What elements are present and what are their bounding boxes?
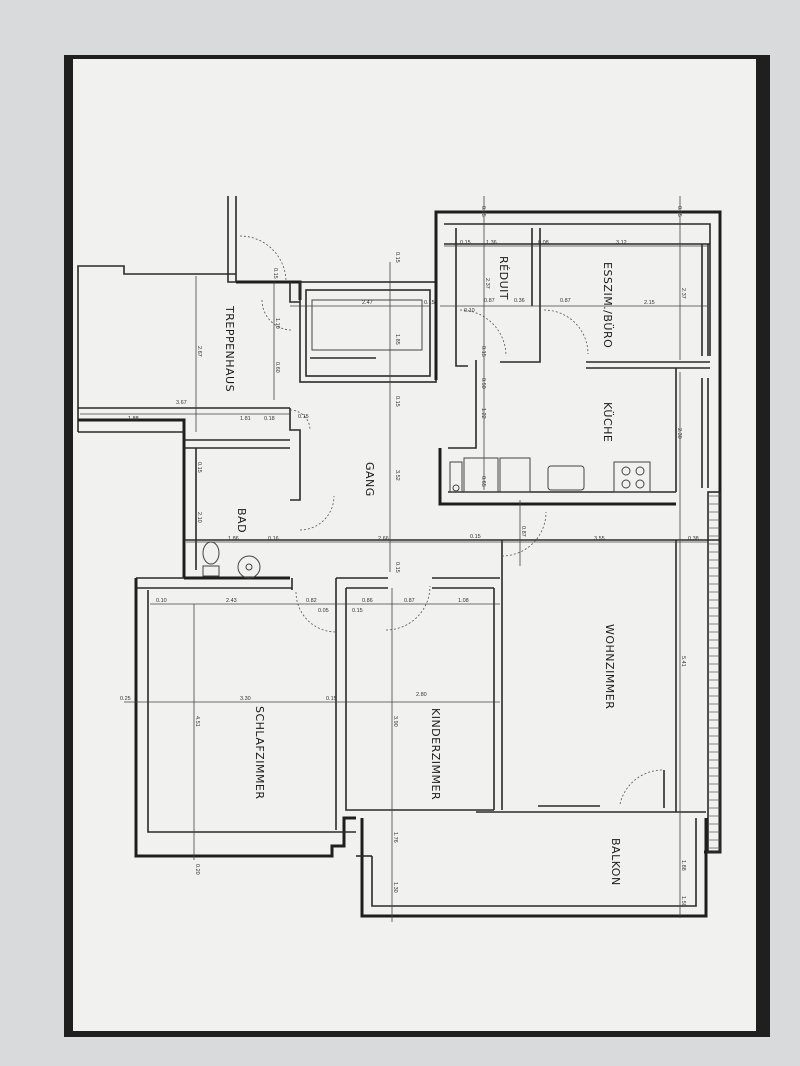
room-label-kueche: KÜCHE (601, 402, 614, 442)
room-label-gang: GANG (363, 462, 376, 497)
dim-label: 1.76 (392, 832, 398, 843)
dim-label: 3.67 (176, 400, 187, 406)
dim-label: 0.82 (306, 598, 317, 604)
dim-label: 2.67 (196, 346, 202, 357)
dim-label: 0.16 (268, 536, 279, 542)
dimension-labels: 0.15 1.36 0.08 3.12 0.25 0.25 0.15 0.15 … (120, 206, 699, 907)
dim-label: 1.30 (392, 882, 398, 893)
dim-label: 0.15 (394, 396, 400, 407)
dim-label: 2.66 (378, 536, 389, 542)
dim-label: 0.05 (318, 608, 329, 614)
dim-label: 0.87 (404, 598, 415, 604)
dim-label: 1.81 (240, 416, 251, 422)
dim-label: 0.15 (272, 268, 278, 279)
railing-hatch (708, 495, 720, 849)
dim-label: 3.90 (392, 716, 398, 727)
dim-label: 0.10 (464, 308, 475, 314)
dim-label: 0.36 (514, 298, 525, 304)
dim-label: 0.60 (274, 362, 280, 373)
room-labels: TREPPENHAUS RÉDUIT ESSZIM./BÜRO KÜCHE GA… (223, 256, 622, 886)
dim-label: 1.86 (228, 536, 239, 542)
dim-label: 3.55 (594, 536, 605, 542)
dim-label: 0.15 (298, 414, 309, 420)
dim-label: 0.15 (470, 534, 481, 540)
dim-label: 0.38 (688, 536, 699, 542)
dim-label: 1.22 (480, 408, 486, 419)
dim-label: 4.51 (194, 716, 200, 727)
room-label-treppenhaus: TREPPENHAUS (223, 305, 236, 392)
dim-label: 1.88 (128, 416, 139, 422)
room-label-reduit: RÉDUIT (497, 256, 510, 300)
dim-label: 2.47 (362, 300, 373, 306)
room-label-kinderzimmer: KINDERZIMMER (429, 708, 442, 800)
dim-label: 1.10 (274, 318, 280, 329)
dim-label: 2.80 (416, 692, 427, 698)
dim-label: 0.15 (424, 300, 435, 306)
dim-label: 3.12 (616, 240, 627, 246)
dimension-lines (80, 196, 708, 922)
room-label-schlafzimmer: SCHLAFZIMMER (253, 706, 266, 800)
dim-label: 2.37 (680, 288, 686, 299)
room-label-esszimmer-buero: ESSZIM./BÜRO (601, 262, 614, 348)
dim-label: 0.87 (520, 526, 526, 537)
dim-label: 0.08 (538, 240, 549, 246)
walls (77, 196, 722, 918)
dim-label: 0.86 (362, 598, 373, 604)
dim-label: 0.25 (676, 206, 682, 217)
dim-label: 1.08 (458, 598, 469, 604)
dim-label: 0.15 (326, 696, 337, 702)
dim-label: 0.15 (394, 252, 400, 263)
dim-label: 0.15 (196, 462, 202, 473)
dim-label: 2.43 (226, 598, 237, 604)
dim-label: 2.15 (644, 300, 655, 306)
door-swings (239, 235, 665, 808)
dim-label: 0.25 (120, 696, 131, 702)
dim-label: 0.20 (194, 864, 200, 875)
dim-label: 0.65 (480, 476, 486, 487)
dim-label: 0.15 (394, 562, 400, 573)
dim-label: 0.18 (264, 416, 275, 422)
fixtures (202, 299, 651, 579)
dim-label: 1.36 (486, 240, 497, 246)
dim-label: 3.30 (240, 696, 251, 702)
dim-label: 0.87 (484, 298, 495, 304)
room-label-balkon: BALKON (609, 838, 622, 886)
room-label-bad: BAD (235, 508, 248, 533)
dim-label: 0.15 (460, 240, 471, 246)
dim-label: 0.87 (560, 298, 571, 304)
dim-label: 2.10 (196, 512, 202, 523)
dim-label: 1.50 (680, 896, 686, 907)
dim-label: 3.52 (394, 470, 400, 481)
dim-label: 1.88 (680, 860, 686, 871)
dim-label: 2.37 (484, 278, 490, 289)
dim-label: 0.50 (480, 378, 486, 389)
paper (73, 59, 756, 1031)
room-label-wohnzimmer: WOHNZIMMER (603, 624, 616, 709)
dim-label: 0.10 (156, 598, 167, 604)
dim-label: 2.30 (676, 428, 682, 439)
dim-label: 5.41 (680, 656, 686, 667)
dim-label: 0.15 (480, 346, 486, 357)
dim-label: 1.85 (394, 334, 400, 345)
dim-label: 0.25 (480, 206, 486, 217)
dim-label: 0.15 (352, 608, 363, 614)
